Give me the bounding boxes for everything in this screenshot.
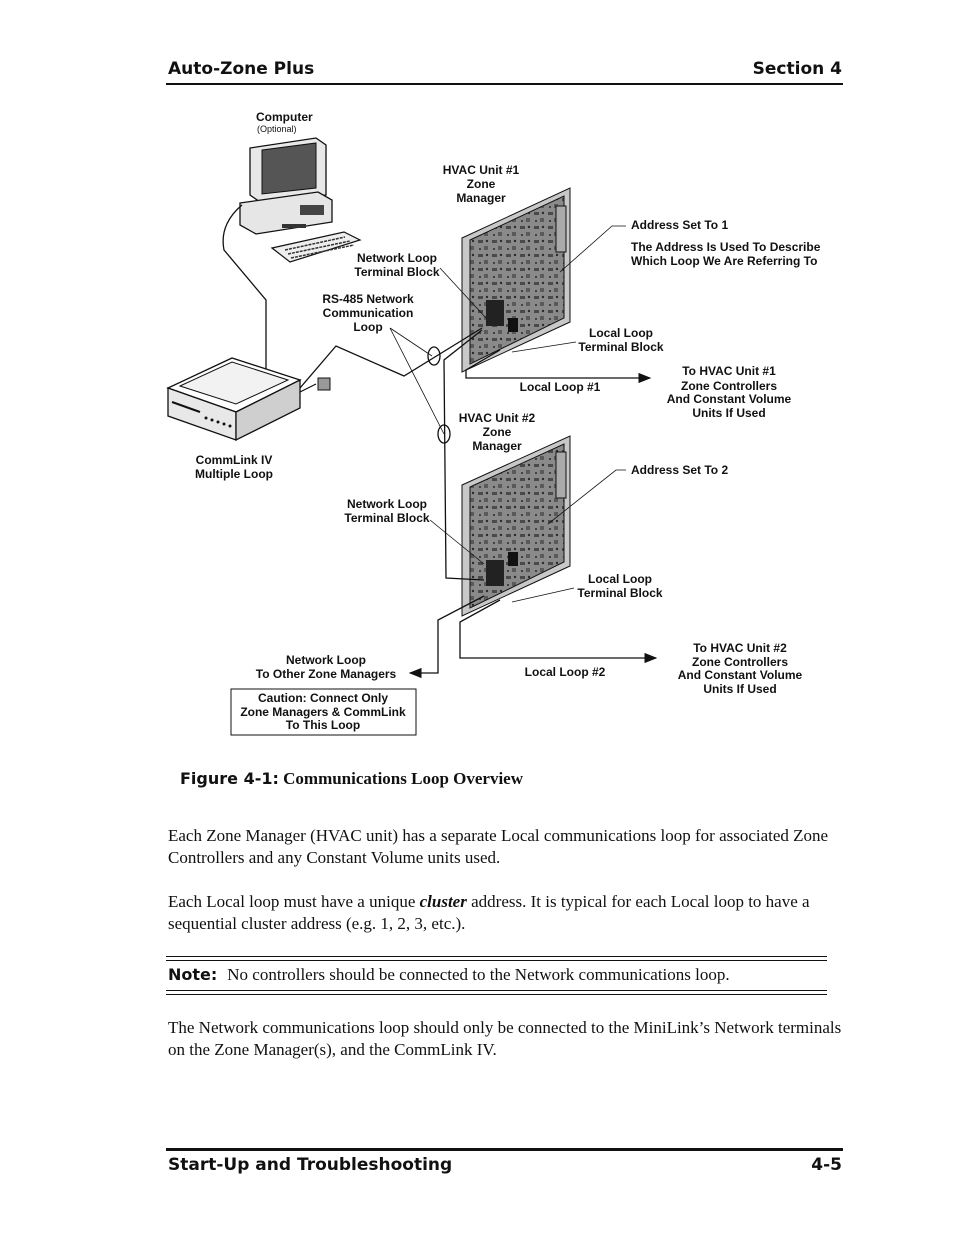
header-section: Section 4: [752, 59, 842, 79]
computer-illustration: [222, 137, 362, 370]
figure-caption: Figure 4-1: Communications Loop Overview: [180, 769, 523, 789]
page-number: 4-5: [811, 1155, 842, 1175]
paragraph-cluster-after: address. It is typical for each Local lo…: [168, 892, 810, 933]
figure-number: Figure 4-1:: [180, 769, 279, 788]
caution-box: Caution: Connect Only Zone Managers & Co…: [230, 688, 417, 736]
footer-rule: [166, 1148, 843, 1151]
paragraph-zone-manager: Each Zone Manager (HVAC unit) has a sepa…: [168, 826, 829, 867]
hvac1-label-line2: Zone: [467, 177, 496, 191]
commlink-label-line2: Multiple Loop: [195, 467, 273, 481]
to-hvac2-line1: To HVAC Unit #2: [693, 641, 787, 655]
local-loop-1-label: Local Loop #1: [520, 380, 601, 394]
address-desc-line2: Which Loop We Are Referring To: [631, 254, 817, 268]
figure-title: Communications Loop Overview: [283, 769, 524, 788]
to-hvac1-line2: Zone Controllers: [681, 379, 777, 393]
computer-optional-label: (Optional): [257, 124, 297, 134]
paragraph-cluster-address: Each Local loop must have a unique clust…: [168, 891, 848, 935]
to-hvac1-line3: And Constant Volume: [667, 392, 792, 406]
note-top-rule: [166, 956, 827, 961]
to-hvac1-line4: Units If Used: [692, 406, 765, 420]
commlink-label-line1: CommLink IV: [196, 453, 273, 467]
hvac2-label-line3: Manager: [472, 439, 522, 453]
computer-label: Computer: [256, 110, 313, 124]
communications-loop-diagram: Computer (Optional) HVAC Unit #1 Zone Ma…: [166, 110, 821, 736]
net-term1-line2: Terminal Block: [354, 265, 439, 279]
hvac1-label-line1: HVAC Unit #1: [443, 163, 520, 177]
caution-line1: Caution: Connect Only: [258, 691, 388, 705]
footer-title: Start-Up and Troubleshooting: [168, 1155, 453, 1175]
address-2-label: Address Set To 2: [631, 463, 728, 477]
paragraph-network-loop: The Network communications loop should o…: [168, 1018, 842, 1059]
net-other-line1: Network Loop: [286, 653, 366, 667]
note-text: No controllers should be connected to th…: [227, 965, 730, 984]
paragraph-cluster-before: Each Local loop must have a unique: [168, 892, 420, 911]
net-term2-line1: Network Loop: [347, 497, 427, 511]
net-other-line2: To Other Zone Managers: [256, 667, 397, 681]
commlink-illustration: [166, 357, 331, 442]
local-term2-line2: Terminal Block: [577, 586, 662, 600]
hvac1-label-line3: Manager: [456, 191, 506, 205]
address-desc-line1: The Address Is Used To Describe: [631, 240, 821, 254]
local-loop-2-label: Local Loop #2: [525, 665, 606, 679]
local-loop-wiring: [459, 349, 658, 664]
note-box: Note: No controllers should be connected …: [166, 956, 827, 995]
to-hvac2-line2: Zone Controllers: [692, 655, 788, 669]
local-term2-line1: Local Loop: [588, 572, 652, 586]
header-rule: [166, 83, 843, 85]
local-term1-line1: Local Loop: [589, 326, 653, 340]
rs485-line1: RS-485 Network: [322, 292, 414, 306]
rs485-line2: Communication: [323, 306, 414, 320]
address-1-label: Address Set To 1: [631, 218, 728, 232]
zone-manager-2-board: [461, 435, 571, 617]
leader-lines: [389, 225, 626, 603]
hvac2-label-line1: HVAC Unit #2: [459, 411, 536, 425]
note-label: Note:: [168, 965, 218, 984]
header-title: Auto-Zone Plus: [168, 59, 315, 79]
paragraph-cluster-emphasis: cluster: [419, 892, 467, 911]
net-term2-line2: Terminal Block: [344, 511, 429, 525]
rs485-line3: Loop: [353, 320, 382, 334]
caution-line3: To This Loop: [286, 718, 360, 732]
hvac2-label-line2: Zone: [483, 425, 512, 439]
zone-manager-1-board: [461, 187, 571, 373]
to-hvac2-line4: Units If Used: [703, 682, 776, 696]
caution-line2: Zone Managers & CommLink: [240, 705, 406, 719]
to-hvac1-line1: To HVAC Unit #1: [682, 364, 776, 378]
network-wiring: [299, 327, 485, 679]
to-hvac2-line3: And Constant Volume: [678, 668, 803, 682]
net-term1-line1: Network Loop: [357, 251, 437, 265]
note-bottom-rule: [166, 990, 827, 995]
local-term1-line2: Terminal Block: [578, 340, 663, 354]
